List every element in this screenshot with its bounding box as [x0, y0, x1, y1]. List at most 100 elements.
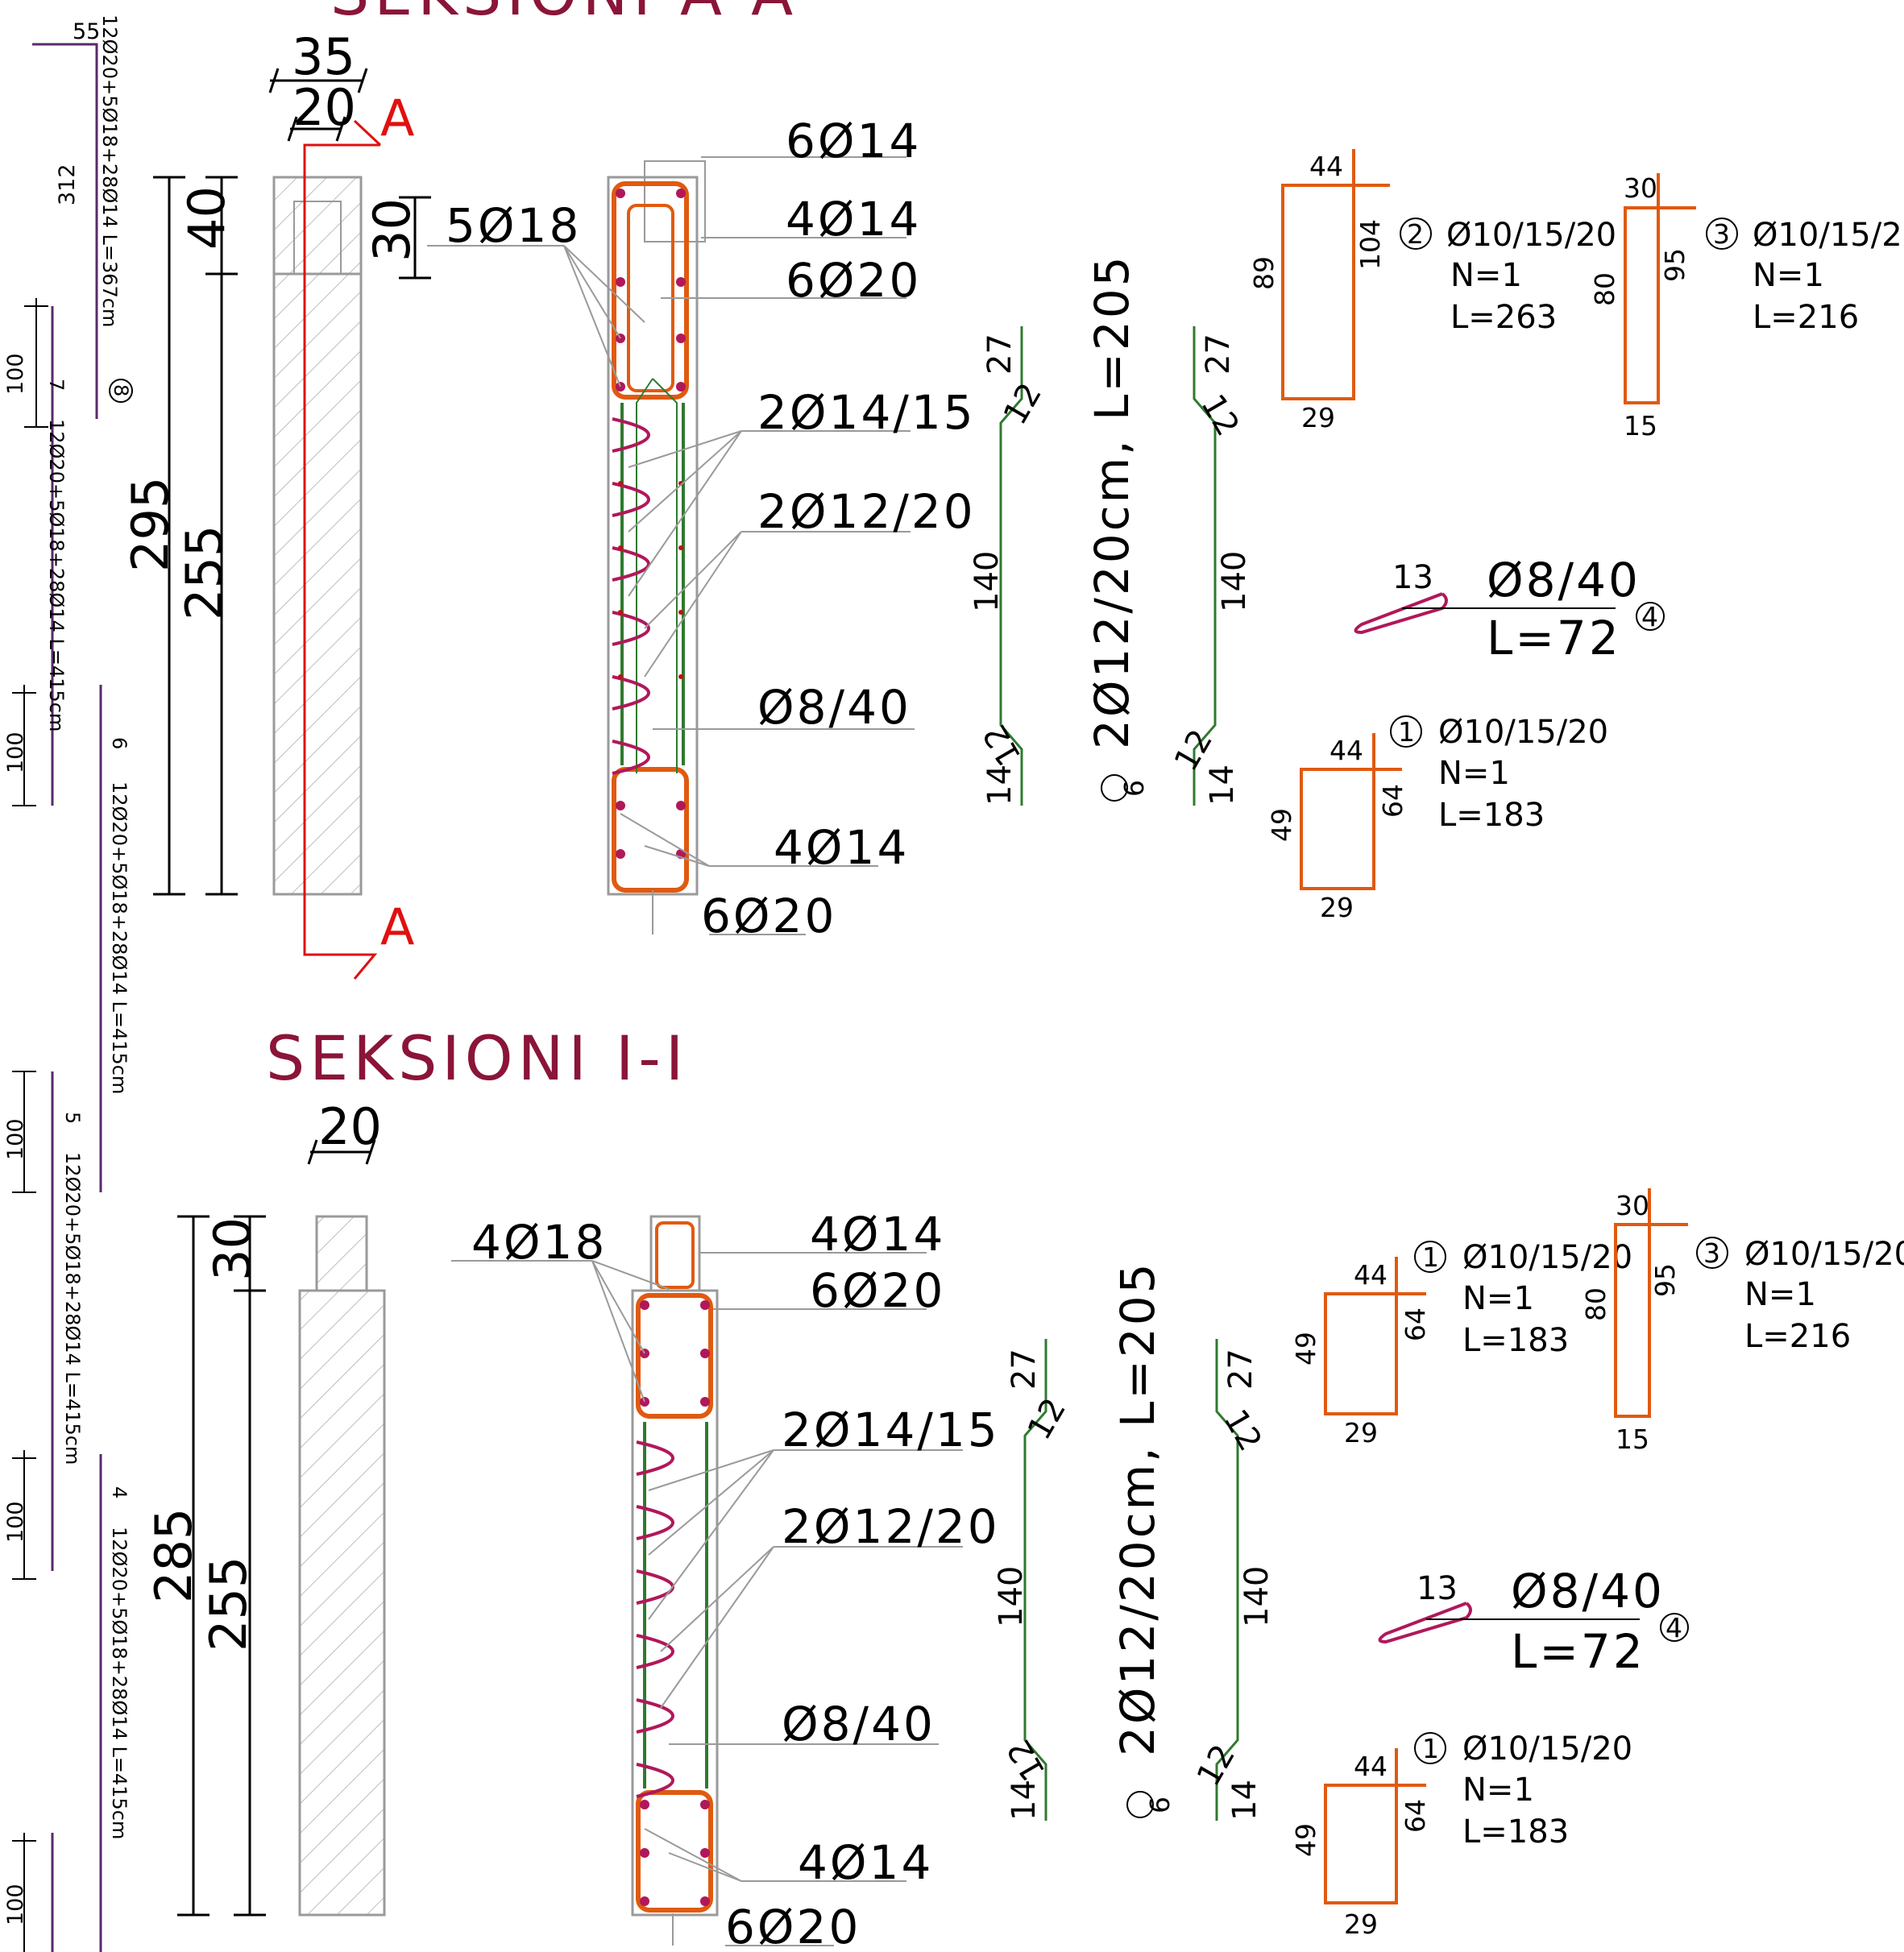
top-label-6phi20: 6Ø20 [786, 253, 921, 308]
top-section-elevation [272, 119, 382, 980]
schedule-bar6-text: 12Ø20+5Ø18+28Ø14 L=415cm [108, 781, 131, 1094]
bottom-shape3-n: N=1 [1744, 1276, 1816, 1313]
top-shape-2 [1281, 149, 1390, 400]
top-dim-40: 40 [177, 186, 236, 250]
bottom-label-6phi20-b: 6Ø20 [725, 1900, 861, 1952]
bottom-shape1a-d49: 49 [1290, 1332, 1321, 1366]
bottom-label-4phi14-b: 4Ø14 [798, 1835, 933, 1890]
bottom-bent-bar [1023, 1339, 1239, 1821]
schedule-bar8-bottom-dim: 312 [55, 164, 80, 205]
bottom-shape-1a [1324, 1257, 1426, 1415]
top-label-6phi14: 6Ø14 [786, 114, 921, 168]
bottom-bent-d14-r: 14 [1226, 1780, 1263, 1821]
bottom-shape1b-marker [1414, 1732, 1446, 1764]
bottom-shape1a-n: N=1 [1462, 1280, 1534, 1317]
bottom-bent-d27-r: 27 [1222, 1349, 1259, 1390]
top-shape2-d89: 89 [1248, 256, 1280, 290]
top-hook-l: L=72 [1487, 611, 1621, 665]
bottom-shape1a-marker [1414, 1241, 1446, 1273]
top-shape1-d49: 49 [1266, 808, 1297, 842]
top-shape1-d44: 44 [1329, 735, 1363, 766]
bottom-bent-num: 9 [1143, 1797, 1175, 1813]
top-bent-d12-r: 12 [1193, 388, 1246, 442]
top-bent-caption: 2Ø12/20cm, L=205 [1085, 254, 1139, 749]
bottom-bent-d12: 12 [1021, 1392, 1073, 1446]
top-shape3-marker [1706, 218, 1738, 250]
top-shape2-n: N=1 [1450, 257, 1522, 294]
bottom-section-elevation [298, 1215, 386, 1917]
top-bent-marker [1101, 774, 1128, 802]
bottom-shape-3 [1614, 1188, 1688, 1418]
bottom-shape1b-d29: 29 [1344, 1908, 1378, 1940]
schedule-dim-100: 100 [3, 1118, 28, 1160]
bottom-shape1a-d44: 44 [1354, 1259, 1388, 1291]
schedule-dim-100: 100 [3, 1884, 28, 1925]
section-marker-a-bottom: A [380, 897, 414, 956]
bottom-hook-num: 4 [1665, 1612, 1682, 1643]
bottom-shape3-marker [1696, 1237, 1728, 1269]
top-label-phi8-40: Ø8/40 [757, 680, 911, 735]
top-hook-marker [1636, 602, 1665, 631]
bottom-shape1b-d44: 44 [1354, 1751, 1388, 1782]
top-bent-d27: 27 [981, 334, 1018, 375]
bottom-shape1a-d64: 64 [1400, 1308, 1431, 1341]
schedule-bar5-num: 5 [61, 1112, 84, 1124]
bottom-hook-spec: Ø8/40 [1511, 1564, 1665, 1618]
top-shape1-marker [1390, 715, 1422, 748]
top-shape2-spec: Ø10/15/20 [1446, 217, 1616, 254]
bottom-label-4phi18: 4Ø18 [471, 1215, 607, 1270]
bottom-reinforcement-section [631, 1215, 719, 1917]
top-shape3-d80: 80 [1589, 272, 1620, 306]
top-label-4phi14: 4Ø14 [786, 192, 921, 247]
schedule-bar4-num: 4 [108, 1486, 131, 1498]
bottom-shape3-d80: 80 [1580, 1287, 1612, 1321]
top-label-5phi18: 5Ø18 [446, 198, 581, 253]
section-title-top: SEKSIONI A-A [330, 0, 798, 29]
bottom-bent-d12-r: 12 [1216, 1403, 1268, 1457]
bottom-shape-1b [1324, 1748, 1426, 1904]
bottom-bent-caption: 2Ø12/20cm, L=205 [1110, 1261, 1165, 1756]
top-hook-spec: Ø8/40 [1487, 553, 1641, 607]
bottom-bent-d14: 14 [1006, 1780, 1043, 1821]
bottom-dim-285: 285 [144, 1508, 203, 1603]
section-marker-a-top: A [380, 89, 414, 147]
bottom-shape1b-d64: 64 [1400, 1799, 1431, 1833]
top-bent-d27-r: 27 [1200, 334, 1237, 375]
schedule-dim-100: 100 [3, 353, 28, 395]
top-shape1-num: 1 [1398, 716, 1415, 748]
top-shape1-n: N=1 [1438, 755, 1510, 792]
schedule-bar8-num: 8 [110, 384, 132, 396]
top-shape3-spec: Ø10/15/20 [1753, 217, 1904, 254]
schedule-dim-100: 100 [3, 731, 28, 773]
bottom-leader-lines [451, 1252, 963, 1946]
bottom-shape3-d30: 30 [1616, 1190, 1649, 1221]
top-bent-num: 9 [1118, 780, 1149, 797]
bottom-bent-d140-r: 140 [1238, 1566, 1276, 1627]
top-label-2phi12-20: 2Ø12/20 [757, 484, 976, 539]
bottom-shape1a-num: 1 [1422, 1241, 1439, 1273]
top-shape1-spec: Ø10/15/20 [1438, 714, 1608, 751]
bottom-hook-d13: 13 [1417, 1570, 1458, 1607]
bottom-shape1a-spec: Ø10/15/20 [1462, 1239, 1632, 1276]
top-bent-d140-r: 140 [1216, 551, 1253, 612]
bottom-shape3-num: 3 [1703, 1237, 1720, 1269]
bottom-shape1b-spec: Ø10/15/20 [1462, 1730, 1632, 1768]
top-shape2-l: L=263 [1450, 299, 1557, 336]
top-shape2-marker [1400, 218, 1432, 250]
top-shape2-d44: 44 [1309, 151, 1343, 182]
top-dim-255: 255 [175, 525, 234, 620]
top-dim-35: 35 [292, 27, 355, 86]
top-shape3-d30: 30 [1624, 172, 1657, 204]
top-bent-d140: 140 [969, 551, 1006, 612]
schedule-bar8-top-dim: 55 [73, 19, 100, 44]
section-cut-line [303, 143, 380, 980]
schedule-bar-8 [32, 43, 98, 419]
schedule-dim-100: 100 [3, 1501, 28, 1543]
bottom-shape1b-num: 1 [1422, 1733, 1439, 1764]
bottom-hook [1378, 1602, 1640, 1644]
bottom-hook-l: L=72 [1511, 1624, 1645, 1679]
bottom-label-4phi14: 4Ø14 [810, 1207, 945, 1262]
top-reinforcement-section [607, 160, 706, 896]
bottom-dim-20: 20 [318, 1097, 382, 1156]
